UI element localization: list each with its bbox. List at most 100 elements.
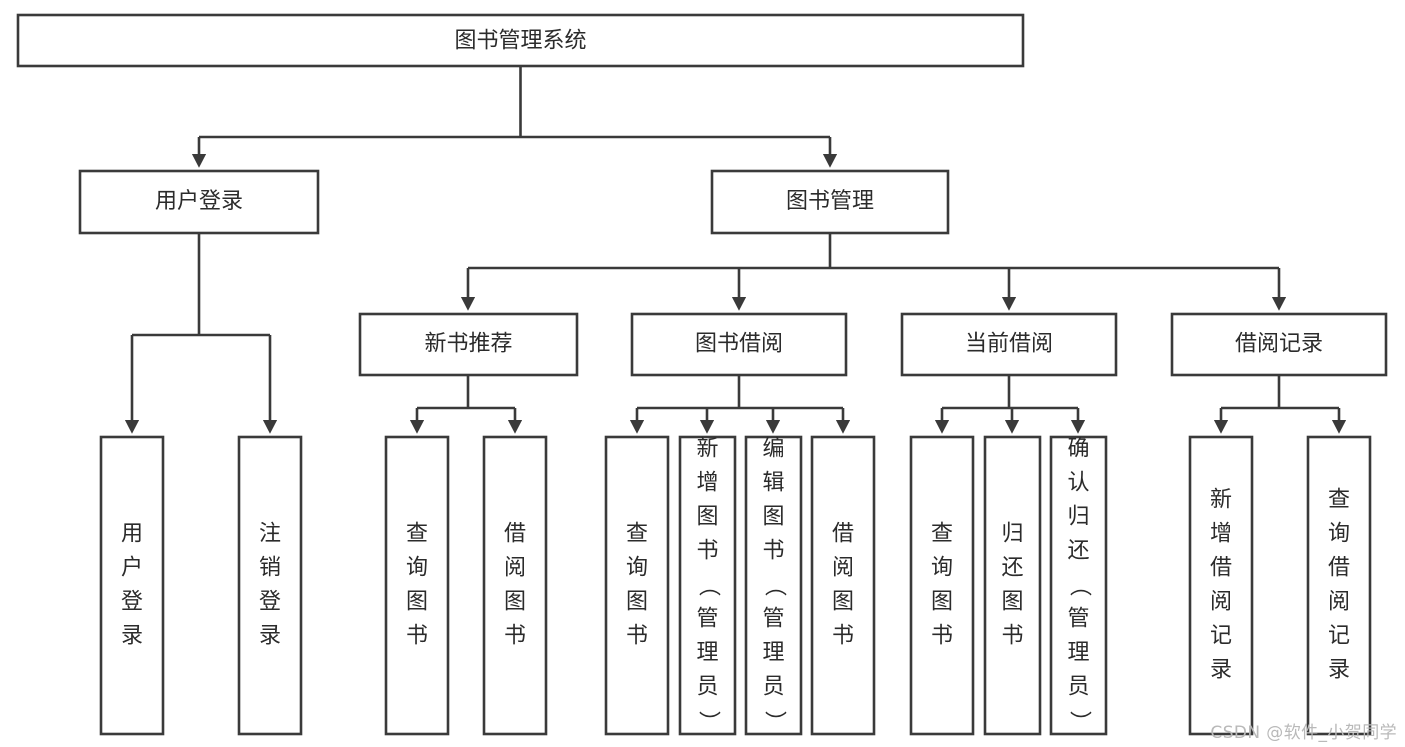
node-borrow-record-box[interactable] xyxy=(1170,312,1388,377)
leaf-label-char: 图 xyxy=(504,590,526,615)
leaf-label-char: 图 xyxy=(832,590,854,615)
node-leaf-user-login-box[interactable] xyxy=(99,435,165,736)
leaf-label-char: 户 xyxy=(121,556,143,581)
leaf-label-char: 查 xyxy=(406,522,428,547)
node-book-management[interactable]: 图书管理 xyxy=(710,169,950,235)
leaf-label-char: （ xyxy=(696,574,721,596)
node-leaf-query-book-recommend-box[interactable] xyxy=(384,435,450,736)
leaf-label-char: 理 xyxy=(696,641,718,666)
leaf-label-char: 登 xyxy=(121,590,143,615)
leaf-label-char: 借 xyxy=(832,522,854,547)
node-book-borrow-label: 图书借阅 xyxy=(695,332,783,357)
node-borrow-record-label: 借阅记录 xyxy=(1235,332,1323,357)
node-current-borrow[interactable]: 当前借阅 xyxy=(900,312,1118,377)
leaf-label-char: 认 xyxy=(1067,471,1089,496)
leaf-label-char: 图 xyxy=(931,590,953,615)
node-leaf-add-borrow-record-box[interactable] xyxy=(1188,435,1254,736)
leaf-label-char: 用 xyxy=(121,522,143,547)
leaf-label-char: 记 xyxy=(1210,624,1232,649)
leaf-label-char: 图 xyxy=(762,505,784,530)
leaf-label-char: 阅 xyxy=(1328,590,1350,615)
leaf-label-char: 员 xyxy=(696,675,718,700)
connector-book-management-to-level3 xyxy=(460,233,1287,311)
leaf-label-char: ） xyxy=(696,710,721,732)
node-leaf-add-book-admin-box[interactable] xyxy=(678,435,737,736)
node-root[interactable]: 图书管理系统 xyxy=(16,13,1025,68)
leaf-label-char: 增 xyxy=(696,471,718,496)
node-leaf-confirm-return-admin-box[interactable] xyxy=(1049,435,1108,736)
leaf-label-char: ） xyxy=(1067,710,1092,732)
leaf-label-char: 员 xyxy=(1067,675,1089,700)
leaf-label-char: 还 xyxy=(1001,556,1023,581)
node-leaf-return-book-box[interactable] xyxy=(983,435,1042,736)
leaf-label-char: 询 xyxy=(406,556,428,581)
leaf-label-char: 管 xyxy=(696,607,718,632)
leaf-label-char: 查 xyxy=(931,522,953,547)
node-leaf-user-login-label: 用户登录 xyxy=(121,522,143,649)
node-user-login-box[interactable] xyxy=(78,169,320,235)
leaf-label-char: 录 xyxy=(1210,658,1232,683)
leaf-label-char: 查 xyxy=(626,522,648,547)
node-leaf-query-borrow-record-box[interactable] xyxy=(1306,435,1372,736)
node-leaf-query-book-borrow-box[interactable] xyxy=(604,435,670,736)
node-leaf-borrow-book-recommend-box[interactable] xyxy=(482,435,548,736)
leaf-label-char: 管 xyxy=(762,607,784,632)
leaf-label-char: （ xyxy=(1067,574,1092,596)
leaf-label-char: 书 xyxy=(626,624,648,649)
leaf-label-char: 阅 xyxy=(832,556,854,581)
leaf-label-char: 确 xyxy=(1067,437,1089,462)
node-current-borrow-box[interactable] xyxy=(900,312,1118,377)
leaf-label-char: 归 xyxy=(1067,505,1089,530)
node-new-book-recommend[interactable]: 新书推荐 xyxy=(358,312,579,377)
leaf-label-char: （ xyxy=(762,574,787,596)
node-leaf-user-login[interactable]: 用户登录 xyxy=(99,435,165,736)
node-leaf-logout-login-box[interactable] xyxy=(237,435,303,736)
leaf-label-char: 注 xyxy=(259,522,281,547)
node-leaf-borrow-book-box[interactable] xyxy=(810,435,876,736)
leaf-label-char: 阅 xyxy=(1210,590,1232,615)
leaf-label-char: 图 xyxy=(1001,590,1023,615)
node-book-borrow-box[interactable] xyxy=(630,312,848,377)
leaf-label-char: 图 xyxy=(626,590,648,615)
connector-new-book-recommend-to-leaves xyxy=(409,375,523,434)
node-root-label: 图书管理系统 xyxy=(454,29,586,54)
node-user-login[interactable]: 用户登录 xyxy=(78,169,320,235)
leaf-label-char: 书 xyxy=(832,624,854,649)
leaf-label-char: 录 xyxy=(1328,658,1350,683)
leaf-label-char: 销 xyxy=(259,556,281,581)
node-book-management-box[interactable] xyxy=(710,169,950,235)
node-leaf-edit-book-admin-box[interactable] xyxy=(744,435,803,736)
leaf-label-char: 录 xyxy=(121,624,143,649)
leaf-label-char: 理 xyxy=(762,641,784,666)
node-leaf-query-book-current-box[interactable] xyxy=(909,435,975,736)
node-new-book-recommend-box[interactable] xyxy=(358,312,579,377)
node-book-borrow[interactable]: 图书借阅 xyxy=(630,312,848,377)
leaf-label-char: 员 xyxy=(762,675,784,700)
leaf-label-char: 新 xyxy=(696,437,718,462)
leaf-label-char: 管 xyxy=(1067,607,1089,632)
node-root-box[interactable] xyxy=(16,13,1025,68)
leaf-label-char: 登 xyxy=(259,590,281,615)
node-borrow-record[interactable]: 借阅记录 xyxy=(1170,312,1388,377)
leaf-label-char: 书 xyxy=(696,539,718,564)
leaf-label-char: 询 xyxy=(626,556,648,581)
